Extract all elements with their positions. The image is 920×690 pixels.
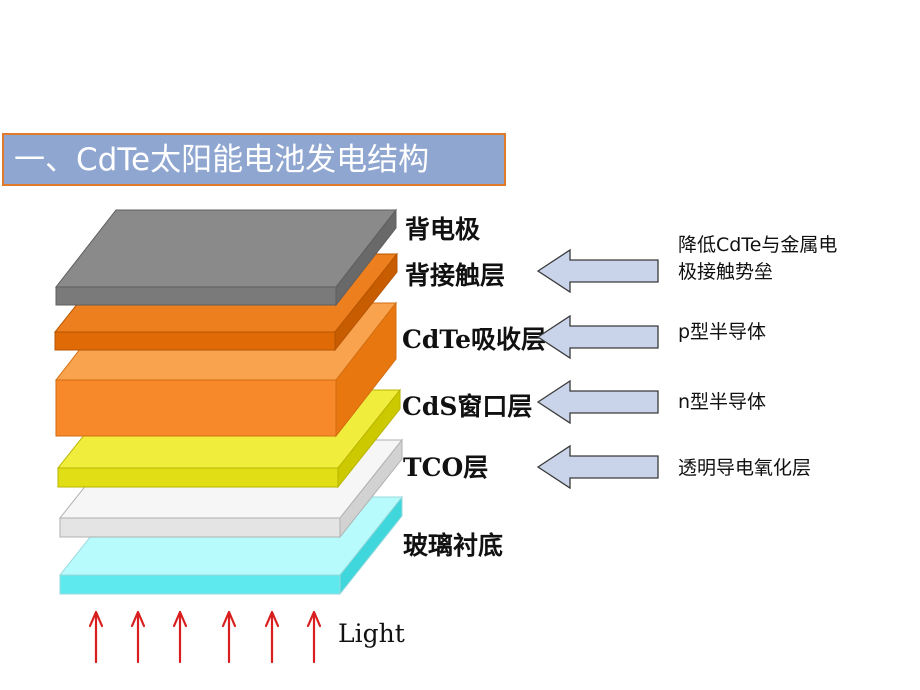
callout-arrow-cds-icon bbox=[536, 379, 659, 425]
slide-title: 一、CdTe太阳能电池发电结构 bbox=[14, 142, 430, 178]
note-back-contact: 降低CdTe与金属电 极接触势垒 bbox=[678, 232, 837, 286]
callout-arrow-back-contact-icon bbox=[536, 248, 659, 294]
label-glass-substrate: 玻璃衬底 bbox=[403, 531, 503, 560]
callout-arrow-tco-icon bbox=[536, 444, 659, 490]
light-arrow-5-icon bbox=[264, 610, 280, 664]
light-arrow-6-icon bbox=[306, 610, 322, 664]
layer-back-electrode bbox=[54, 208, 398, 307]
title-bar: 一、CdTe太阳能电池发电结构 bbox=[2, 133, 506, 186]
note-cds: n型半导体 bbox=[678, 391, 767, 413]
light-arrow-4-icon bbox=[221, 610, 237, 664]
label-back-contact: 背接触层 bbox=[405, 261, 505, 290]
note-tco: 透明导电氧化层 bbox=[678, 457, 812, 479]
note-back-contact-line-1: 降低CdTe与金属电 bbox=[678, 234, 838, 256]
light-arrow-2-icon bbox=[130, 610, 146, 664]
note-back-contact-line-2: 极接触势垒 bbox=[678, 261, 774, 283]
note-cdte: p型半导体 bbox=[678, 321, 767, 343]
callout-arrow-cdte-icon bbox=[536, 314, 659, 360]
label-cds-window: CdS窗口层 bbox=[402, 392, 532, 421]
light-arrow-1-icon bbox=[88, 610, 104, 664]
light-label: Light bbox=[338, 619, 405, 648]
label-back-electrode: 背电极 bbox=[405, 215, 480, 244]
label-tco: TCO层 bbox=[403, 453, 488, 482]
light-arrow-3-icon bbox=[172, 610, 188, 664]
label-cdte-absorber: CdTe吸收层 bbox=[402, 325, 546, 354]
